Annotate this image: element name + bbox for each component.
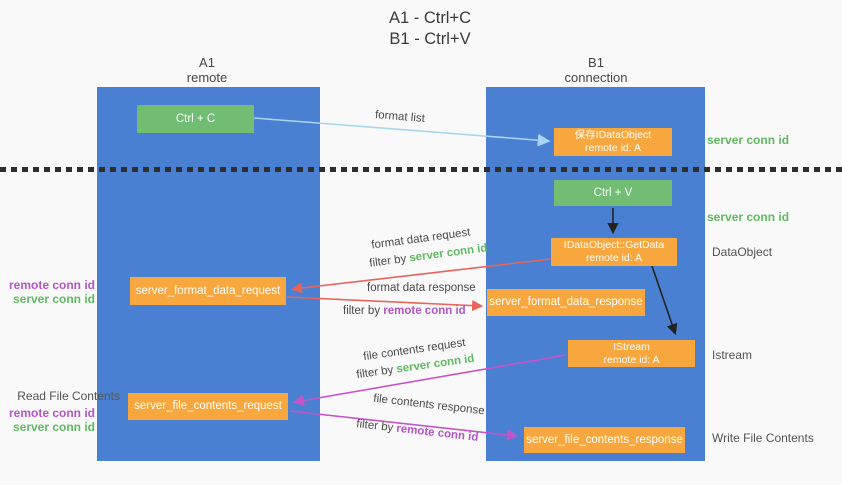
format-data-response-filter-label: filter by remote conn id <box>343 305 466 317</box>
server-conn-id-mid-label: server conn id <box>707 210 790 224</box>
server-file-contents-response-label: server_file_contents_response <box>526 433 683 446</box>
save-dataobject-line1: 保存IDataObject <box>574 129 652 141</box>
format-list-arrow-label: format list <box>374 109 426 125</box>
file-server-conn-id-label: server conn id <box>12 420 95 434</box>
lane-b1-title: B1 <box>588 55 604 70</box>
lane-a1-subtitle: remote <box>186 70 228 85</box>
save-dataobject-line2: remote id: A <box>584 142 642 154</box>
server-format-data-request-node: server_format_data_request <box>130 277 286 305</box>
getdata-line1: IDataObject::GetData <box>563 239 665 251</box>
server-file-contents-response-node: server_file_contents_response <box>524 427 685 453</box>
format-data-response-arrow-label: format data response <box>367 282 476 294</box>
istream-node: IStream remote id: A <box>568 340 695 367</box>
server-format-data-response-label: server_format_data_response <box>489 296 643 308</box>
format-conn-id-group: remote conn id server conn id <box>0 278 95 306</box>
filter-by-prefix: filter by <box>355 418 398 435</box>
server-format-data-request-label: server_format_data_request <box>135 284 281 297</box>
dataobject-label: DataObject <box>712 245 773 259</box>
istream-line1: IStream <box>613 340 650 353</box>
filter-server-conn-id: server conn id <box>408 242 489 265</box>
istream-side-label: Istream <box>712 348 753 362</box>
server-file-contents-request-node: server_file_contents_request <box>128 393 288 420</box>
file-contents-response-arrow-label: file contents response <box>372 392 486 418</box>
write-file-contents-label: Write File Contents <box>712 431 814 445</box>
format-remote-conn-id-label: remote conn id <box>8 278 95 292</box>
server-conn-id-top-label: server conn id <box>707 133 790 147</box>
save-dataobject-node: 保存IDataObject remote id: A <box>554 128 672 156</box>
lane-b1-subtitle: connection <box>564 70 628 85</box>
lane-header-b1: B1 connection <box>526 55 666 85</box>
title-line-2: B1 - Ctrl+V <box>389 30 471 48</box>
ctrl-v-button[interactable]: Ctrl + V <box>554 180 672 206</box>
format-server-conn-id-label: server conn id <box>12 292 95 306</box>
filter-remote-conn-id: remote conn id <box>383 305 466 317</box>
file-conn-id-group: remote conn id server conn id <box>0 406 95 434</box>
server-format-data-response-node: server_format_data_response <box>487 289 645 316</box>
ctrl-c-label: Ctrl + C <box>175 112 216 125</box>
ctrl-v-label: Ctrl + V <box>593 186 633 199</box>
filter-by-prefix: filter by <box>343 305 384 317</box>
read-file-contents-label: Read File Contents <box>17 389 120 403</box>
title-line-1: A1 - Ctrl+C <box>388 9 472 27</box>
getdata-line2: remote id: A <box>585 252 643 264</box>
file-contents-response-filter-label: filter by remote conn id <box>356 418 479 444</box>
filter-by-prefix: filter by <box>355 363 398 382</box>
diagram-title: A1 - Ctrl+C B1 - Ctrl+V <box>330 8 530 50</box>
lane-a1-title: A1 <box>199 55 215 70</box>
istream-line2: remote id: A <box>603 353 660 366</box>
machine-boundary-dotted-line <box>0 167 842 172</box>
lane-header-a1: A1 remote <box>137 55 277 85</box>
filter-by-prefix: filter by <box>368 252 411 270</box>
getdata-node: IDataObject::GetData remote id: A <box>551 238 677 266</box>
ctrl-c-button[interactable]: Ctrl + C <box>137 105 254 133</box>
filter-remote-conn-id: remote conn id <box>395 422 479 444</box>
file-remote-conn-id-label: remote conn id <box>8 406 95 420</box>
server-file-contents-request-label: server_file_contents_request <box>134 400 282 412</box>
